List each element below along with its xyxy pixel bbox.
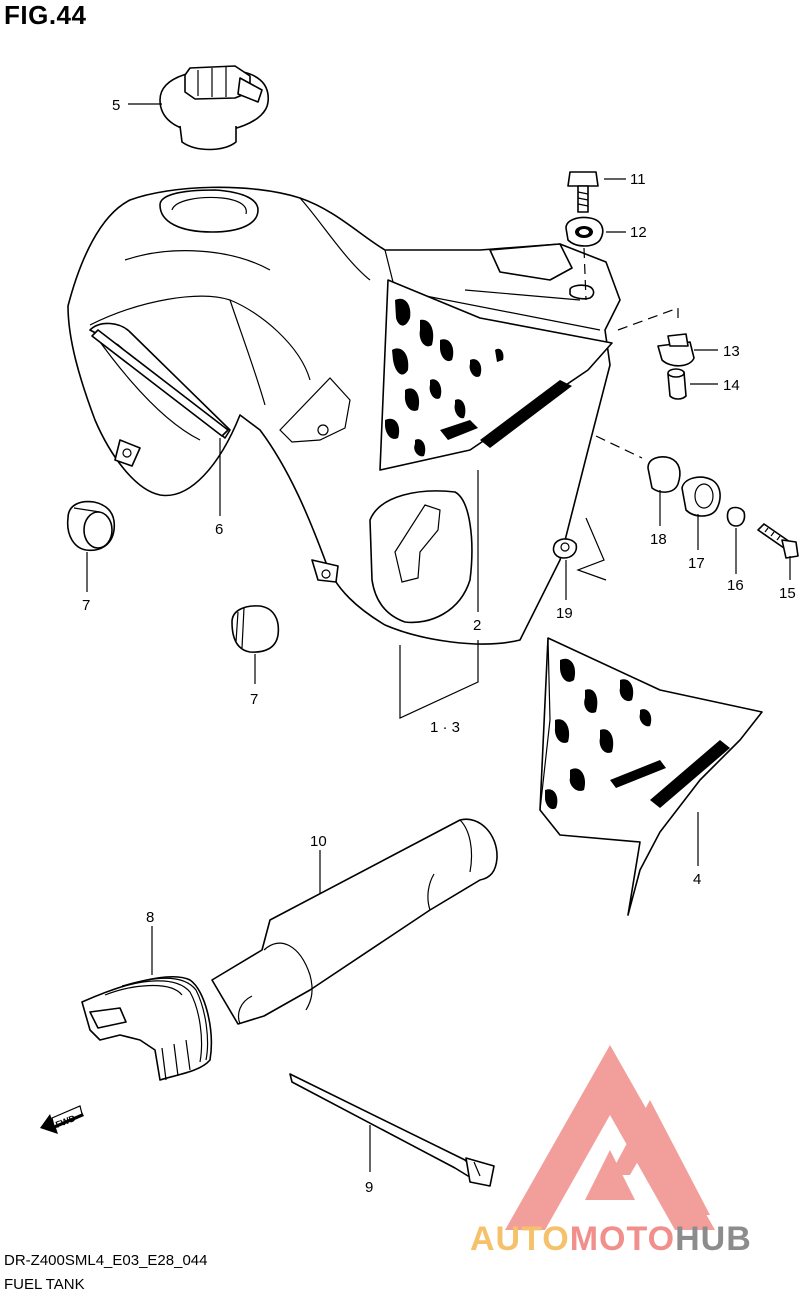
protector — [81, 976, 213, 1081]
callout-6: 6 — [215, 521, 223, 538]
callout-labels: 1 · 3 2 4 5 6 7 7 8 9 10 11 12 13 14 15 … — [82, 97, 796, 1196]
watermark-triangle — [505, 1045, 715, 1230]
watermark-hub: HUB — [675, 1220, 752, 1258]
mount-rubber-13 — [657, 333, 695, 367]
bolt-11 — [567, 171, 599, 213]
watermark-triangle-inner — [610, 1100, 710, 1215]
callout-5: 5 — [112, 97, 120, 114]
callout-9: 9 — [365, 1179, 373, 1196]
watermark-word-auto: AUTOMOTOHUB — [470, 1220, 752, 1259]
watermark-moto: MOTO — [569, 1220, 676, 1258]
callout-17: 17 — [688, 555, 705, 572]
cushion-17 — [681, 476, 721, 517]
callout-7-lower: 7 — [250, 691, 258, 708]
figure-title: FIG.44 — [4, 0, 87, 30]
washer-16 — [726, 506, 746, 527]
bolt-15 — [757, 523, 799, 559]
nut-19 — [552, 538, 578, 559]
callout-18: 18 — [650, 531, 667, 548]
model-code: DR-Z400SML4_E03_E28_044 — [4, 1252, 208, 1269]
callout-15: 15 — [779, 585, 796, 602]
washer-12 — [565, 216, 604, 247]
decal-pattern-upper — [385, 298, 572, 457]
callout-19: 19 — [556, 605, 573, 622]
leader-lines — [86, 103, 791, 1172]
callout-1-3: 1 · 3 — [430, 719, 460, 736]
decal-pattern-lower — [545, 658, 730, 810]
callout-8: 8 — [146, 909, 154, 926]
fuel-cap — [159, 65, 269, 151]
callout-14: 14 — [723, 377, 740, 394]
cushion-18 — [647, 456, 681, 493]
watermark-auto: AUTO — [470, 1220, 570, 1258]
callout-2: 2 — [473, 617, 481, 634]
hose-cover — [211, 818, 498, 1025]
callout-4: 4 — [693, 871, 701, 888]
cushion-lower — [231, 605, 280, 653]
forward-arrow-icon: FWD — [40, 1105, 84, 1134]
callout-16: 16 — [727, 577, 744, 594]
watermark-logo — [505, 1045, 715, 1230]
rubber-trim — [91, 329, 229, 437]
callout-12: 12 — [630, 224, 647, 241]
side-cover — [539, 637, 763, 916]
section-name: FUEL TANK — [4, 1276, 85, 1293]
fuel-tank — [67, 186, 621, 645]
callout-11: 11 — [630, 171, 646, 188]
cushion-upper — [66, 500, 116, 552]
collar-14 — [667, 368, 687, 400]
callout-7-upper: 7 — [82, 597, 90, 614]
callout-13: 13 — [723, 343, 740, 360]
callout-10: 10 — [310, 833, 327, 850]
cable-tie — [289, 1073, 495, 1187]
